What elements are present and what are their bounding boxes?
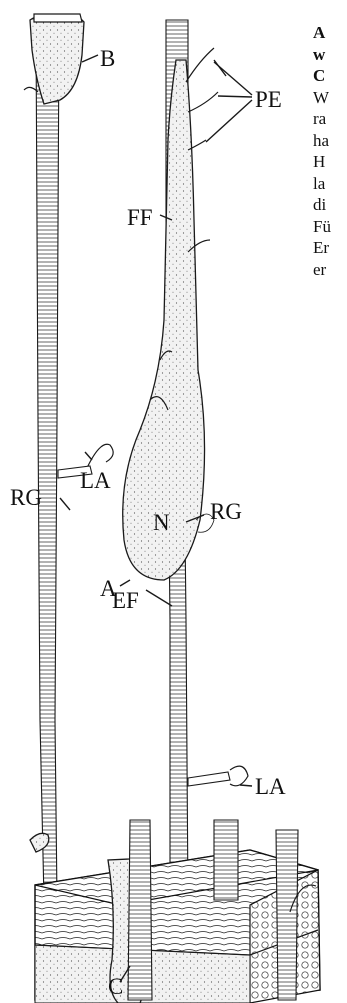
label-la-lower: LA	[255, 774, 286, 799]
label-rg-right: RG	[210, 499, 242, 524]
side-text-line: Er	[313, 237, 347, 259]
left-radial-glia	[24, 14, 113, 900]
side-text-line: er	[313, 259, 347, 281]
label-b: B	[100, 46, 115, 71]
label-n: N	[153, 510, 170, 535]
label-ff: FF	[127, 205, 153, 230]
side-text-line: W	[313, 87, 347, 109]
side-text-bold-line: A	[313, 22, 347, 44]
side-text-bold-line: w	[313, 44, 347, 66]
label-c: C	[108, 974, 123, 999]
label-la-upper: LA	[80, 468, 111, 493]
side-text-column: A w C W ra ha H la di Fü Er er	[313, 22, 347, 280]
side-text-line: Fü	[313, 216, 347, 238]
label-rg-left: RG	[10, 485, 42, 510]
side-text-bold-line: C	[313, 65, 347, 87]
label-pe: PE	[255, 87, 282, 112]
label-ef: EF	[112, 588, 139, 613]
side-text-line: H	[313, 151, 347, 173]
right-radial-glia	[123, 20, 248, 900]
side-text-line: di	[313, 194, 347, 216]
side-text-line: la	[313, 173, 347, 195]
side-text-line: ra	[313, 108, 347, 130]
side-text-line: ha	[313, 130, 347, 152]
